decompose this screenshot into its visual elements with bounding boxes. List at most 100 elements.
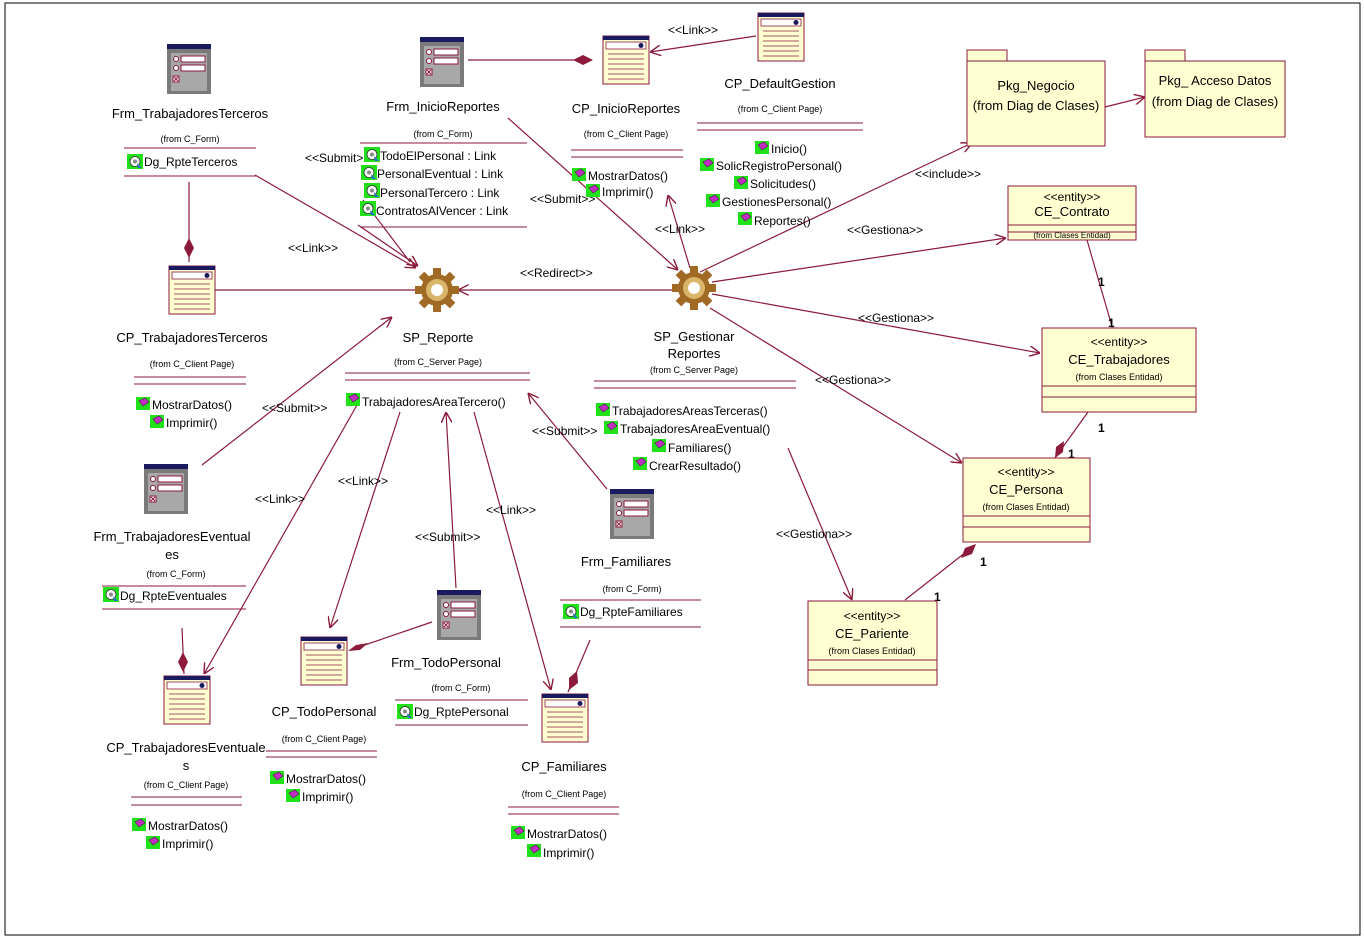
member: Reportes() <box>754 214 811 228</box>
operation-icon <box>269 770 285 785</box>
client-page-icon <box>163 675 211 725</box>
form-icon <box>436 589 482 641</box>
member: MostrarDatos() <box>286 772 366 786</box>
operation-icon <box>733 175 749 190</box>
operation-icon <box>345 392 361 407</box>
node-from: (from Clases Entidad) <box>982 502 1069 512</box>
attribute-icon <box>359 200 377 217</box>
operation-icon <box>285 788 301 803</box>
attribute-icon <box>363 182 381 199</box>
node-name: CP_Familiares <box>521 759 607 774</box>
node-cp-familiares[interactable]: CP_Familiares (from C_Client Page) Mostr… <box>508 693 619 860</box>
attribute-icon <box>562 603 580 620</box>
node-from: (from C_Client Page) <box>584 129 669 139</box>
edge-label-include: <<include>> <box>915 167 981 181</box>
diagram-frame <box>4 2 1361 936</box>
node-ce-contrato[interactable]: <<entity>> CE_Contrato (from Clases Enti… <box>1007 185 1137 241</box>
node-name: CE_Persona <box>989 482 1063 497</box>
member: Dg_RpteTerceros <box>144 155 237 169</box>
operation-icon <box>145 835 161 850</box>
member: CrearResultado() <box>649 459 741 473</box>
edge-label-link-terceros: <<Link>> <box>288 241 338 255</box>
node-name: Pkg_ Acceso Datos <box>1159 73 1272 88</box>
form-icon <box>143 463 189 515</box>
member: TrabajadoresAreaTercero() <box>362 395 506 409</box>
multiplicity: 1 <box>1098 275 1105 289</box>
operation-icon <box>651 438 667 453</box>
node-name: CP_TrabajadoresEventuale <box>106 740 265 755</box>
node-from: (from C_Server Page) <box>394 357 482 367</box>
gear-icon <box>415 268 459 312</box>
edge-label-gestiona-trab: <<Gestiona>> <box>858 311 934 325</box>
node-from: (from C_Form) <box>147 569 206 579</box>
node-frm-familiares[interactable]: Frm_Familiares (from C_Form) Dg_RpteFami… <box>560 488 701 628</box>
operation-icon <box>149 414 165 429</box>
node-ce-pariente[interactable]: <<entity>> CE_Pariente (from Clases Enti… <box>807 600 938 686</box>
node-pkg-acceso-datos[interactable]: Pkg_ Acceso Datos (from Diag de Clases) <box>1144 49 1286 138</box>
node-name: Frm_InicioReportes <box>386 99 500 114</box>
node-from: (from C_Form) <box>414 129 473 139</box>
node-ce-persona[interactable]: <<entity>> CE_Persona (from Clases Entid… <box>962 457 1091 543</box>
operation-icon <box>595 402 611 417</box>
node-from: (from Diag de Clases) <box>973 98 1099 113</box>
edge-label-redirect: <<Redirect>> <box>520 266 593 280</box>
node-name: SP_Gestionar <box>654 329 736 344</box>
node-sp-reporte[interactable]: SP_Reporte (from C_Server Page) Trabajad… <box>345 268 530 409</box>
node-frm-inicio-reportes[interactable]: Frm_InicioReportes (from C_Form) TodoElP… <box>359 36 527 228</box>
node-from: (from C_Client Page) <box>144 780 229 790</box>
operation-icon <box>603 420 619 435</box>
member: TrabajadoresAreaEventual() <box>620 422 770 436</box>
client-page-icon <box>541 693 589 743</box>
member: Inicio() <box>771 142 807 156</box>
operation-icon <box>526 843 542 858</box>
node-stereotype: <<entity>> <box>1044 190 1101 204</box>
node-ce-trabajadores[interactable]: <<entity>> CE_Trabajadores (from Clases … <box>1041 327 1197 413</box>
node-from: (from C_Client Page) <box>282 734 367 744</box>
node-from: (from C_Form) <box>161 134 220 144</box>
node-cp-inicio-reportes[interactable]: CP_InicioReportes (from C_Client Page) M… <box>571 35 683 199</box>
edge-label-submit-todo: <<Submit>> <box>415 530 480 544</box>
member: PersonalEventual : Link <box>377 167 504 181</box>
node-sp-gestionar-reportes[interactable]: SP_Gestionar Reportes (from C_Server Pag… <box>594 266 796 473</box>
edge-labels: <<Link>> <<Submit>> <<Submit>> <<Link>> … <box>255 23 1115 604</box>
attribute-icon <box>396 703 414 720</box>
node-from: (from Clases Entidad) <box>1075 372 1162 382</box>
node-name: SP_Reporte <box>403 330 474 345</box>
edge-label-submit-cp-inicio: <<Submit>> <box>530 192 595 206</box>
node-cp-trabajadores-eventuales[interactable]: CP_TrabajadoresEventuale s (from C_Clien… <box>106 675 266 851</box>
node-name: Frm_TodoPersonal <box>391 655 501 670</box>
node-name: Frm_Familiares <box>581 554 672 569</box>
node-from: (from C_Form) <box>603 584 662 594</box>
form-icon <box>166 43 212 95</box>
member: PersonalTercero : Link <box>380 186 500 200</box>
member: GestionesPersonal() <box>722 195 831 209</box>
attribute-icon <box>363 146 381 163</box>
member: Dg_RpteEventuales <box>120 589 227 603</box>
operation-icon <box>585 183 601 198</box>
node-name: CP_DefaultGestion <box>724 76 835 91</box>
node-cp-trabajadores-terceros[interactable]: CP_TrabajadoresTerceros (from C_Client P… <box>116 265 268 430</box>
form-icon <box>609 488 655 540</box>
node-frm-trabajadores-terceros[interactable]: Frm_TrabajadoresTerceros (from C_Form) D… <box>112 43 269 177</box>
member: ContratosAlVencer : Link <box>376 204 509 218</box>
member: TrabajadoresAreasTerceras() <box>612 404 768 418</box>
member: Imprimir() <box>602 185 653 199</box>
node-name-continued: Reportes <box>668 346 721 361</box>
node-pkg-negocio[interactable]: Pkg_Negocio (from Diag de Clases) <box>966 49 1106 147</box>
operation-icon <box>135 396 151 411</box>
multiplicity: 1 <box>934 590 941 604</box>
node-name: CE_Pariente <box>835 626 909 641</box>
edge-label-gestiona-pariente: <<Gestiona>> <box>776 527 852 541</box>
node-cp-default-gestion[interactable]: CP_DefaultGestion (from C_Client Page) I… <box>697 12 863 228</box>
node-name: CP_TodoPersonal <box>272 704 377 719</box>
edge-label-link-eventuales: <<Link>> <box>255 492 305 506</box>
member: SolicRegistroPersonal() <box>716 159 842 173</box>
node-frm-todo-personal[interactable]: Frm_TodoPersonal (from C_Form) Dg_RptePe… <box>391 589 528 726</box>
node-frm-trabajadores-eventuales[interactable]: Frm_TrabajadoresEventual es (from C_Form… <box>93 463 251 610</box>
edge-label-link-cp-inicio: <<Link>> <box>655 222 705 236</box>
member: Imprimir() <box>302 790 353 804</box>
node-cp-todo-personal[interactable]: CP_TodoPersonal (from C_Client Page) Mos… <box>266 636 377 804</box>
edge-label-submit-familiares: <<Submit>> <box>532 424 597 438</box>
member: Imprimir() <box>166 416 217 430</box>
